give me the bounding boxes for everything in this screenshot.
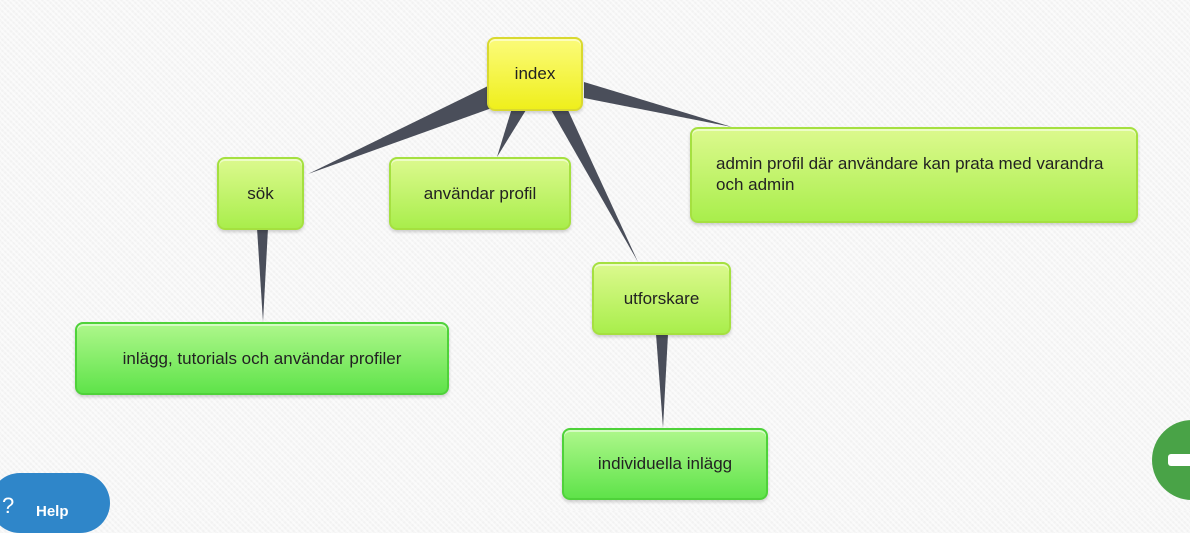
help-button[interactable]: ? Help (0, 473, 110, 533)
node-anvandar-profil[interactable]: användar profil (389, 157, 571, 230)
link-utforskare-individuella (656, 334, 668, 428)
connection-lines (257, 82, 732, 428)
node-inlagg-tutorials[interactable]: inlägg, tutorials och användar profiler (75, 322, 449, 395)
add-icon (1168, 454, 1190, 466)
node-index[interactable]: index (487, 37, 583, 111)
node-admin-profil[interactable]: admin profil där användare kan prata med… (690, 127, 1138, 223)
link-index-utforskare (550, 108, 638, 262)
link-index-anvandar-profil (497, 108, 526, 157)
help-label: Help (36, 503, 69, 520)
node-utforskare-label: utforskare (623, 288, 700, 308)
node-index-label: index (514, 64, 556, 83)
node-sok[interactable]: sök (217, 157, 304, 230)
node-individuella-inlagg[interactable]: individuella inlägg (562, 428, 768, 500)
link-sok-inlagg (257, 228, 268, 322)
node-individuella-inlagg-label: individuella inlägg (597, 454, 733, 473)
node-inlagg-tutorials-label: inlägg, tutorials och användar profiler (122, 348, 402, 368)
help-icon: ? (2, 493, 15, 518)
node-utforskare[interactable]: utforskare (592, 262, 731, 335)
node-sok-label: sök (247, 183, 274, 203)
link-index-admin (584, 82, 732, 127)
link-index-sok (308, 86, 503, 174)
node-anvandar-profil-label: användar profil (423, 183, 537, 203)
node-admin-profil-label: admin profil där användare kan prata med… (716, 154, 1104, 194)
